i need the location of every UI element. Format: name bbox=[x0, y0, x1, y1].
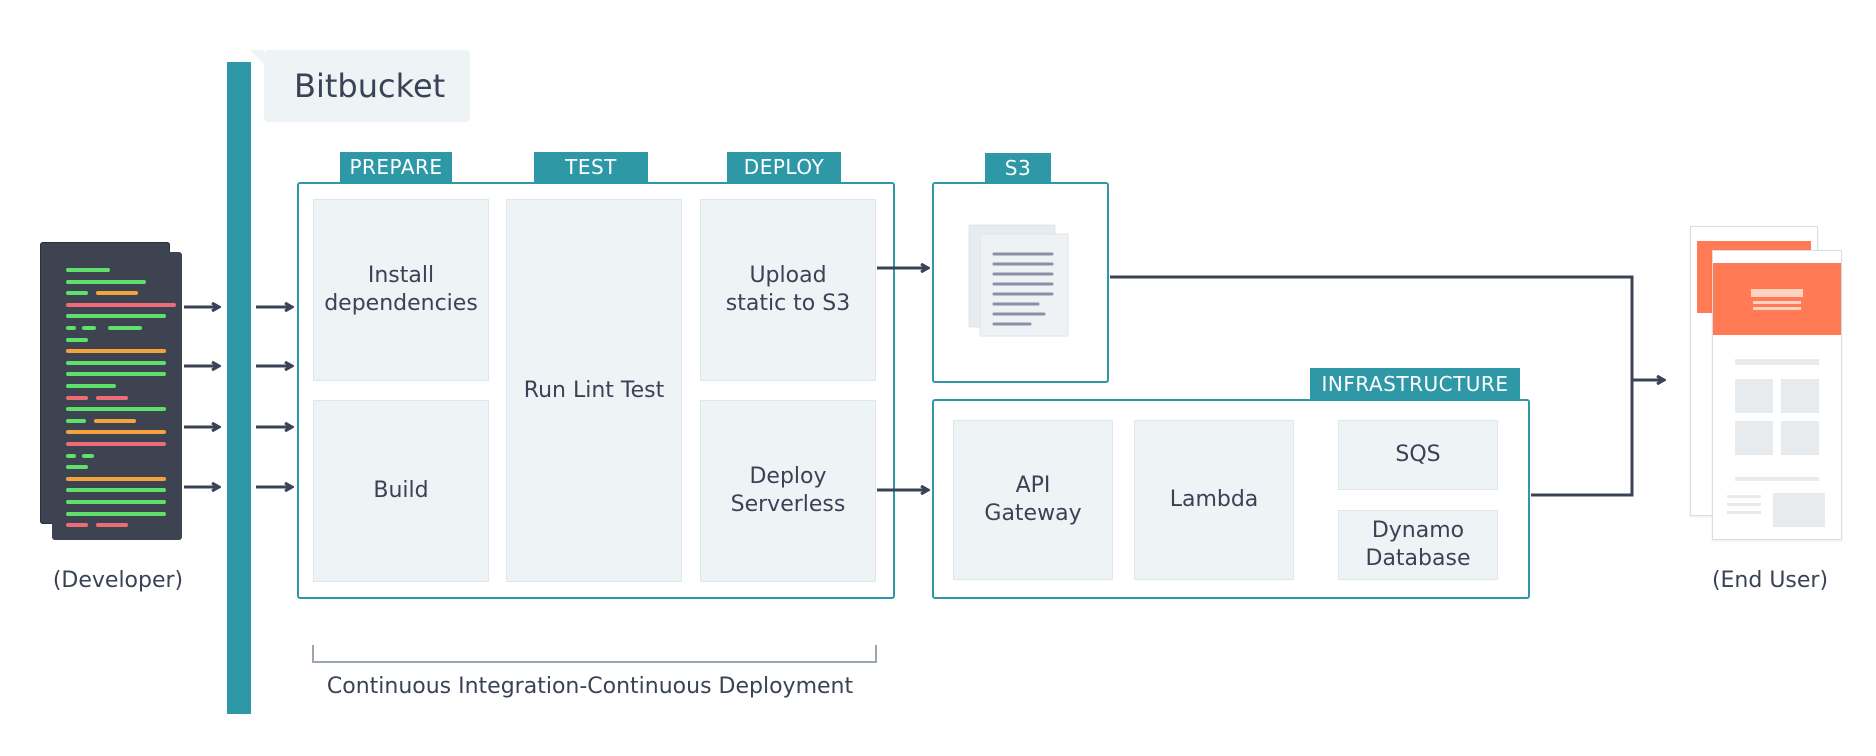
bitbucket-title: Bitbucket bbox=[294, 67, 446, 105]
code-line bbox=[66, 349, 166, 354]
card-deploy-serverless: Deploy Serverless bbox=[700, 400, 876, 582]
code-line bbox=[66, 407, 166, 412]
card-dynamo-database: Dynamo Database bbox=[1338, 510, 1498, 580]
card-install-dependencies: Install dependencies bbox=[313, 199, 489, 381]
code-line bbox=[82, 326, 96, 330]
card-api-gateway: API Gateway bbox=[953, 420, 1113, 580]
code-line bbox=[66, 488, 166, 493]
developer-caption: (Developer) bbox=[52, 568, 184, 593]
code-line bbox=[66, 384, 116, 388]
card-lambda: Lambda bbox=[1134, 420, 1294, 580]
tag-deploy: DEPLOY bbox=[727, 152, 841, 182]
code-line bbox=[66, 430, 166, 435]
code-line bbox=[66, 268, 110, 272]
code-line bbox=[66, 337, 88, 342]
tag-test: TEST bbox=[534, 152, 648, 182]
bitbucket-bar bbox=[227, 62, 251, 714]
code-line bbox=[66, 465, 88, 470]
code-line bbox=[66, 442, 166, 446]
code-line bbox=[66, 360, 166, 365]
code-line bbox=[82, 453, 94, 458]
card-run-lint-test: Run Lint Test bbox=[506, 199, 682, 582]
card-sqs: SQS bbox=[1338, 420, 1498, 490]
code-line bbox=[66, 418, 86, 423]
line-s3-to-user bbox=[1110, 275, 1634, 380]
document-icon bbox=[968, 224, 1070, 338]
code-line bbox=[108, 326, 142, 330]
code-line bbox=[94, 418, 136, 423]
code-line bbox=[66, 372, 166, 377]
code-line bbox=[66, 291, 88, 296]
code-line bbox=[96, 395, 128, 400]
tag-s3: S3 bbox=[985, 153, 1051, 183]
code-line bbox=[66, 453, 76, 458]
code-line bbox=[66, 523, 88, 528]
code-line bbox=[66, 476, 166, 481]
developer-code-editor bbox=[52, 252, 182, 540]
code-line bbox=[66, 314, 166, 319]
code-line bbox=[66, 279, 146, 284]
code-line bbox=[96, 291, 138, 296]
code-line bbox=[66, 326, 76, 330]
end-user-page-front bbox=[1712, 250, 1842, 540]
card-upload-static: Upload static to S3 bbox=[700, 199, 876, 381]
tag-prepare: PREPARE bbox=[340, 152, 452, 182]
page-hero-banner bbox=[1713, 263, 1841, 335]
code-line bbox=[96, 523, 128, 528]
code-line bbox=[66, 511, 166, 516]
bitbucket-label: Bitbucket bbox=[250, 50, 470, 122]
line-infra-to-user bbox=[1531, 380, 1634, 497]
end-user-caption: (End User) bbox=[1711, 568, 1829, 593]
code-line bbox=[66, 302, 176, 307]
code-line bbox=[66, 500, 166, 504]
card-build: Build bbox=[313, 400, 489, 582]
cicd-bracket bbox=[312, 645, 877, 663]
tag-infrastructure: INFRASTRUCTURE bbox=[1310, 368, 1520, 400]
code-line bbox=[66, 395, 88, 400]
cicd-label: Continuous Integration-Continuous Deploy… bbox=[326, 674, 854, 699]
